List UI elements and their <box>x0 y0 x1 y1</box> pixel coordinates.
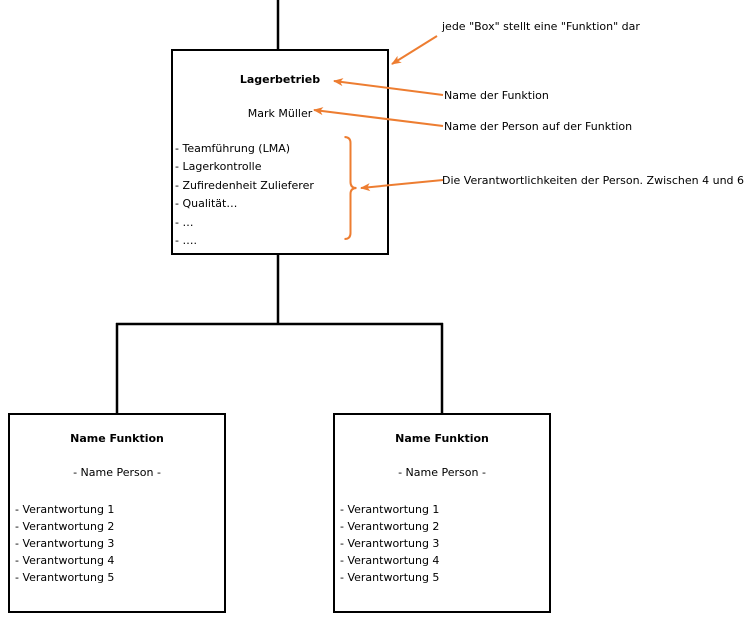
responsibility-item: - Qualität… <box>175 197 238 211</box>
arrow-box-meaning <box>391 35 438 65</box>
child-function-box-left: Name Funktion - Name Person - - Verantwo… <box>8 413 226 613</box>
responsibility-item: - Verantwortung 5 <box>340 571 440 584</box>
responsibility-item: - Verantwortung 3 <box>340 537 440 550</box>
root-person-name: Mark Müller <box>247 107 313 120</box>
responsibility-item: - Teamführung (LMA) <box>175 142 291 155</box>
child-person-name: - Name Person - <box>398 466 486 479</box>
annotation-person-name: Name der Person auf der Funktion <box>444 120 633 133</box>
child-function-box-right: Name Funktion - Name Person - - Verantwo… <box>333 413 551 613</box>
annotation-function-name: Name der Funktion <box>444 89 549 102</box>
child-person-name: - Name Person - <box>73 466 161 479</box>
child-responsibilities-list: - Verantwortung 1 - Verantwortung 2 - Ve… <box>15 501 222 586</box>
responsibility-item: - Verantwortung 5 <box>15 571 115 584</box>
root-function-box: Lagerbetrieb Mark Müller - Teamführung (… <box>171 49 389 255</box>
child-responsibilities-list: - Verantwortung 1 - Verantwortung 2 - Ve… <box>340 501 547 586</box>
child-function-title: Name Funktion <box>70 432 164 445</box>
responsibility-item: - Verantwortung 1 <box>15 503 115 516</box>
annotation-box-meaning: jede "Box" stellt eine "Funktion" dar <box>442 20 640 33</box>
responsibility-item: - Verantwortung 2 <box>340 520 440 533</box>
annotation-responsibilities: Die Verantwortlichkeiten der Person. Zwi… <box>442 174 745 187</box>
responsibility-item: - Lagerkontrolle <box>175 160 262 174</box>
responsibility-item: - Verantwortung 3 <box>15 537 115 550</box>
responsibility-item: - Verantwortung 4 <box>340 554 440 567</box>
responsibility-item: - Verantwortung 1 <box>340 503 440 516</box>
root-responsibilities-list: - Teamführung (LMA) - Lagerkontrolle - Z… <box>175 140 385 250</box>
child-function-title: Name Funktion <box>395 432 489 445</box>
responsibility-item: - Verantwortung 2 <box>15 520 115 533</box>
root-function-title: Lagerbetrieb <box>239 73 321 86</box>
responsibility-item: - … <box>175 215 194 229</box>
responsibility-item: - Verantwortung 4 <box>15 554 115 567</box>
responsibility-item: - Zufiredenheit Zulieferer <box>175 178 314 192</box>
responsibility-item: - …. <box>175 234 197 248</box>
